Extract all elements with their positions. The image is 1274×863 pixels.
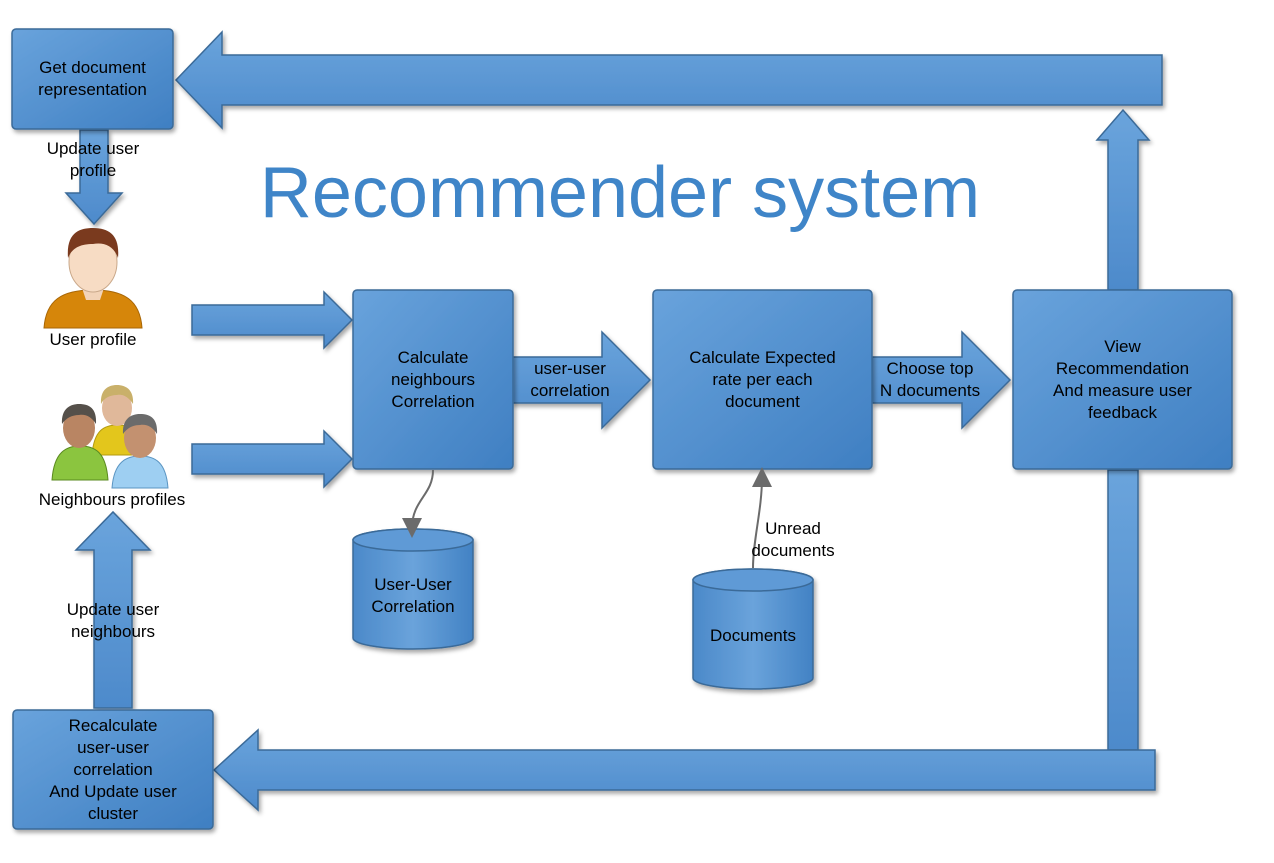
update-neighbours-up-arrow [74,510,152,709]
user-profile-label: User profile [49,330,137,349]
corr-to-expected-arrow [511,330,652,430]
calc-to-db-connector [402,469,434,538]
feedback-bottom-arrow [212,728,1156,812]
feedback-down-arrow [1107,469,1139,751]
update-profile-down-arrow [64,129,124,226]
neighbours-profiles-icon [51,385,169,489]
neighbours-to-calc-arrow [191,429,354,489]
user-profile-icon [43,228,143,329]
unread-documents-label: Unread documents [751,519,835,560]
expected-to-view-arrow [871,330,1012,430]
calc-expected-label: Calculate Expected rate per each documen… [689,347,836,411]
calc-neighbours-label: Calculate neighbours Correlation [390,347,476,411]
docs-to-expected-connector [751,467,772,569]
documents-db-top [692,568,814,592]
neighbours-profiles-label: Neighbours profiles [38,490,186,509]
user-user-db-top [352,528,474,552]
user-user-correlation-label: user-user correlation [530,359,610,400]
choose-top-label: Choose top N documents [879,359,981,400]
user-user-db-label: User-User Correlation [371,575,455,616]
view-recommendation-label: View Recommendation And measure user fee… [1053,336,1192,422]
view-recommendation-box [1012,289,1233,470]
update-profile-label: Update user profile [46,139,140,180]
feedback-up-arrow [1095,108,1151,291]
diagram-title: Recommender system [259,153,981,233]
get-document-label: Get document representation [38,58,147,99]
documents-db-label: Documents [710,626,796,645]
calc-neighbours-box [352,289,514,470]
recalculate-box [12,709,214,830]
recalculate-label: Recalculate user-user correlation And Up… [49,715,177,823]
user-to-calc-arrow [191,290,354,350]
update-neighbours-label: Update user neighbours [66,600,160,641]
get-document-box [11,28,174,130]
feedback-top-arrow [174,30,1163,130]
